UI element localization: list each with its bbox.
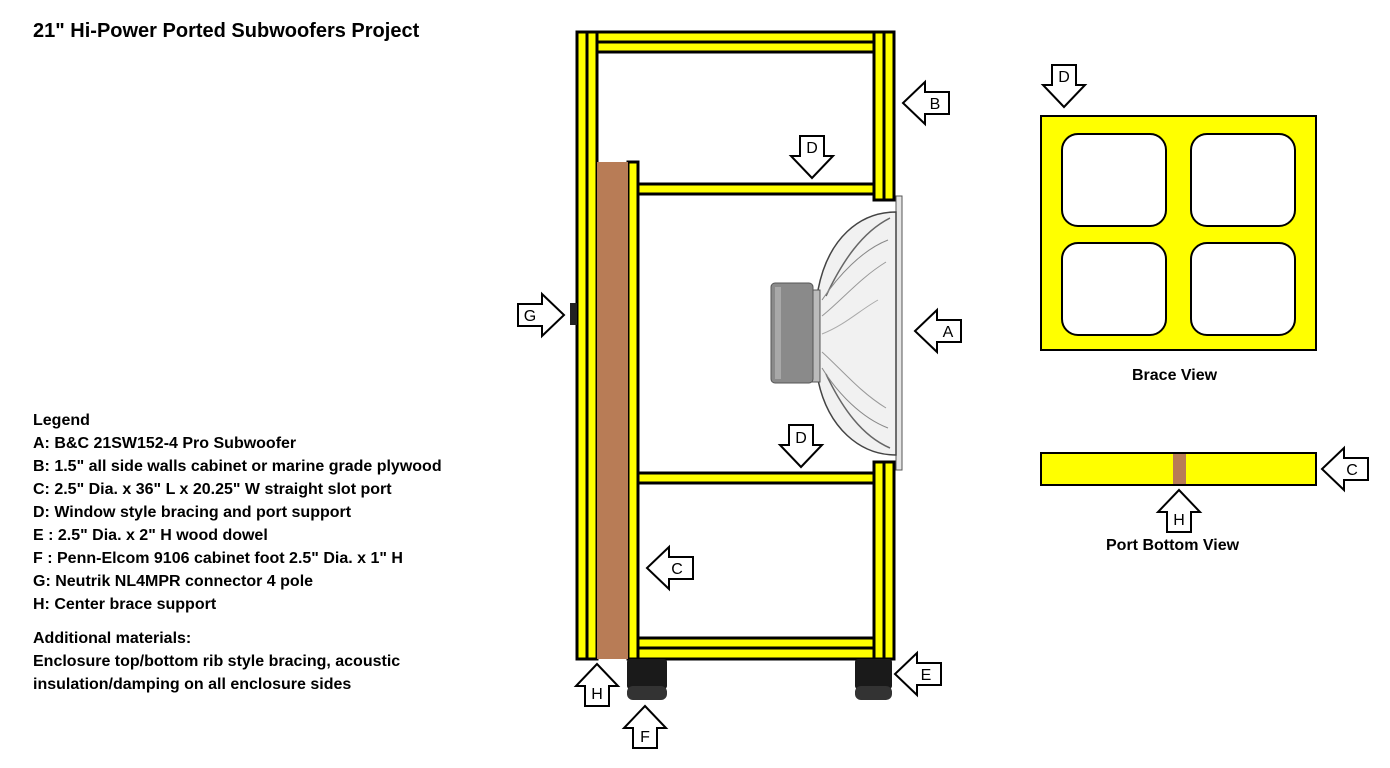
callout-arrow-b: B: [902, 81, 950, 125]
port-center-support: [1173, 454, 1186, 484]
callout-label-g: G: [524, 308, 536, 325]
brace-view: D: [1040, 64, 1317, 351]
callout-label-c-main: C: [671, 561, 683, 578]
callout-arrow-h-port: H: [1157, 489, 1201, 533]
page-title: 21" Hi-Power Ported Subwoofers Project: [33, 20, 420, 42]
brace-window-top-left: [1061, 133, 1167, 227]
port-bottom-view: C H: [1040, 447, 1369, 533]
driver-basket: [817, 211, 897, 456]
callout-label-h-port: H: [1173, 512, 1185, 529]
callout-arrow-f: F: [623, 705, 667, 749]
legend-item-h: H: Center brace support: [33, 596, 217, 613]
center-brace-support: [597, 162, 628, 659]
speakon-connector: [570, 303, 577, 325]
additional-materials: Additional materials: Enclosure top/bott…: [33, 627, 400, 696]
bottom-panel-outer: [636, 646, 876, 661]
materials-heading: Additional materials:: [33, 630, 192, 647]
legend: Legend A: B&C 21SW152-4 Pro Subwoofer B:…: [33, 409, 442, 616]
callout-label-e: E: [921, 667, 932, 684]
callout-arrow-e: E: [894, 652, 942, 696]
legend-item-d: D: Window style bracing and port support: [33, 504, 352, 521]
callout-arrow-g: G: [517, 293, 565, 337]
callout-arrow-c-main: C: [646, 546, 694, 590]
legend-item-c: C: 2.5" Dia. x 36" L x 20.25" W straight…: [33, 481, 392, 498]
left-inner-wall: [585, 30, 599, 661]
port-bottom-view-caption: Port Bottom View: [1106, 537, 1240, 554]
rear-foot-base: [855, 686, 892, 700]
callout-arrow-d-mid: D: [779, 424, 823, 468]
legend-item-g: G: Neutrik NL4MPR connector 4 pole: [33, 573, 314, 590]
driver-flange: [895, 195, 903, 471]
legend-item-a: A: B&C 21SW152-4 Pro Subwoofer: [33, 435, 297, 452]
callout-label-d-mid: D: [795, 430, 807, 447]
lower-brace: [636, 471, 876, 485]
front-foot-base: [627, 686, 667, 700]
callout-arrow-h-main: H: [575, 663, 619, 707]
callout-label-a: A: [943, 324, 954, 341]
callout-label-h-main: H: [591, 686, 603, 703]
callout-arrow-d-top: D: [790, 135, 834, 179]
top-panel-inner: [595, 40, 876, 54]
right-upper-wall-outer: [882, 30, 896, 202]
callout-label-f: F: [640, 729, 650, 746]
materials-line-2: insulation/damping on all enclosure side…: [33, 676, 352, 693]
materials-line-1: Enclosure top/bottom rib style bracing, …: [33, 653, 401, 670]
right-lower-wall-outer: [882, 460, 896, 661]
rear-foot: [855, 659, 892, 689]
brace-window-bottom-right: [1190, 242, 1296, 336]
cabinet-cross-section: [575, 30, 896, 661]
upper-brace: [636, 182, 876, 196]
callout-arrow-c-port: C: [1321, 447, 1369, 491]
brace-window-top-right: [1190, 133, 1296, 227]
legend-item-b: B: 1.5" all side walls cabinet or marine…: [33, 458, 442, 475]
subwoofer-driver: [770, 195, 903, 471]
port-inner-wall: [626, 160, 640, 661]
callout-arrow-a: A: [914, 309, 962, 353]
callout-arrow-d-brace: D: [1042, 64, 1086, 108]
callout-label-d-brace: D: [1058, 69, 1070, 86]
cabinet-feet: [627, 659, 892, 700]
legend-item-e: E : 2.5" Dia. x 2" H wood dowel: [33, 527, 268, 544]
front-foot: [627, 659, 667, 689]
callout-label-b: B: [930, 96, 941, 113]
driver-magnet: [770, 282, 814, 384]
brace-window-bottom-left: [1061, 242, 1167, 336]
legend-heading: Legend: [33, 412, 90, 429]
callout-label-c-port: C: [1346, 462, 1358, 479]
brace-view-caption: Brace View: [1132, 367, 1218, 384]
legend-item-f: F : Penn-Elcom 9106 cabinet foot 2.5" Di…: [33, 550, 403, 567]
callout-label-d-top: D: [806, 140, 818, 157]
